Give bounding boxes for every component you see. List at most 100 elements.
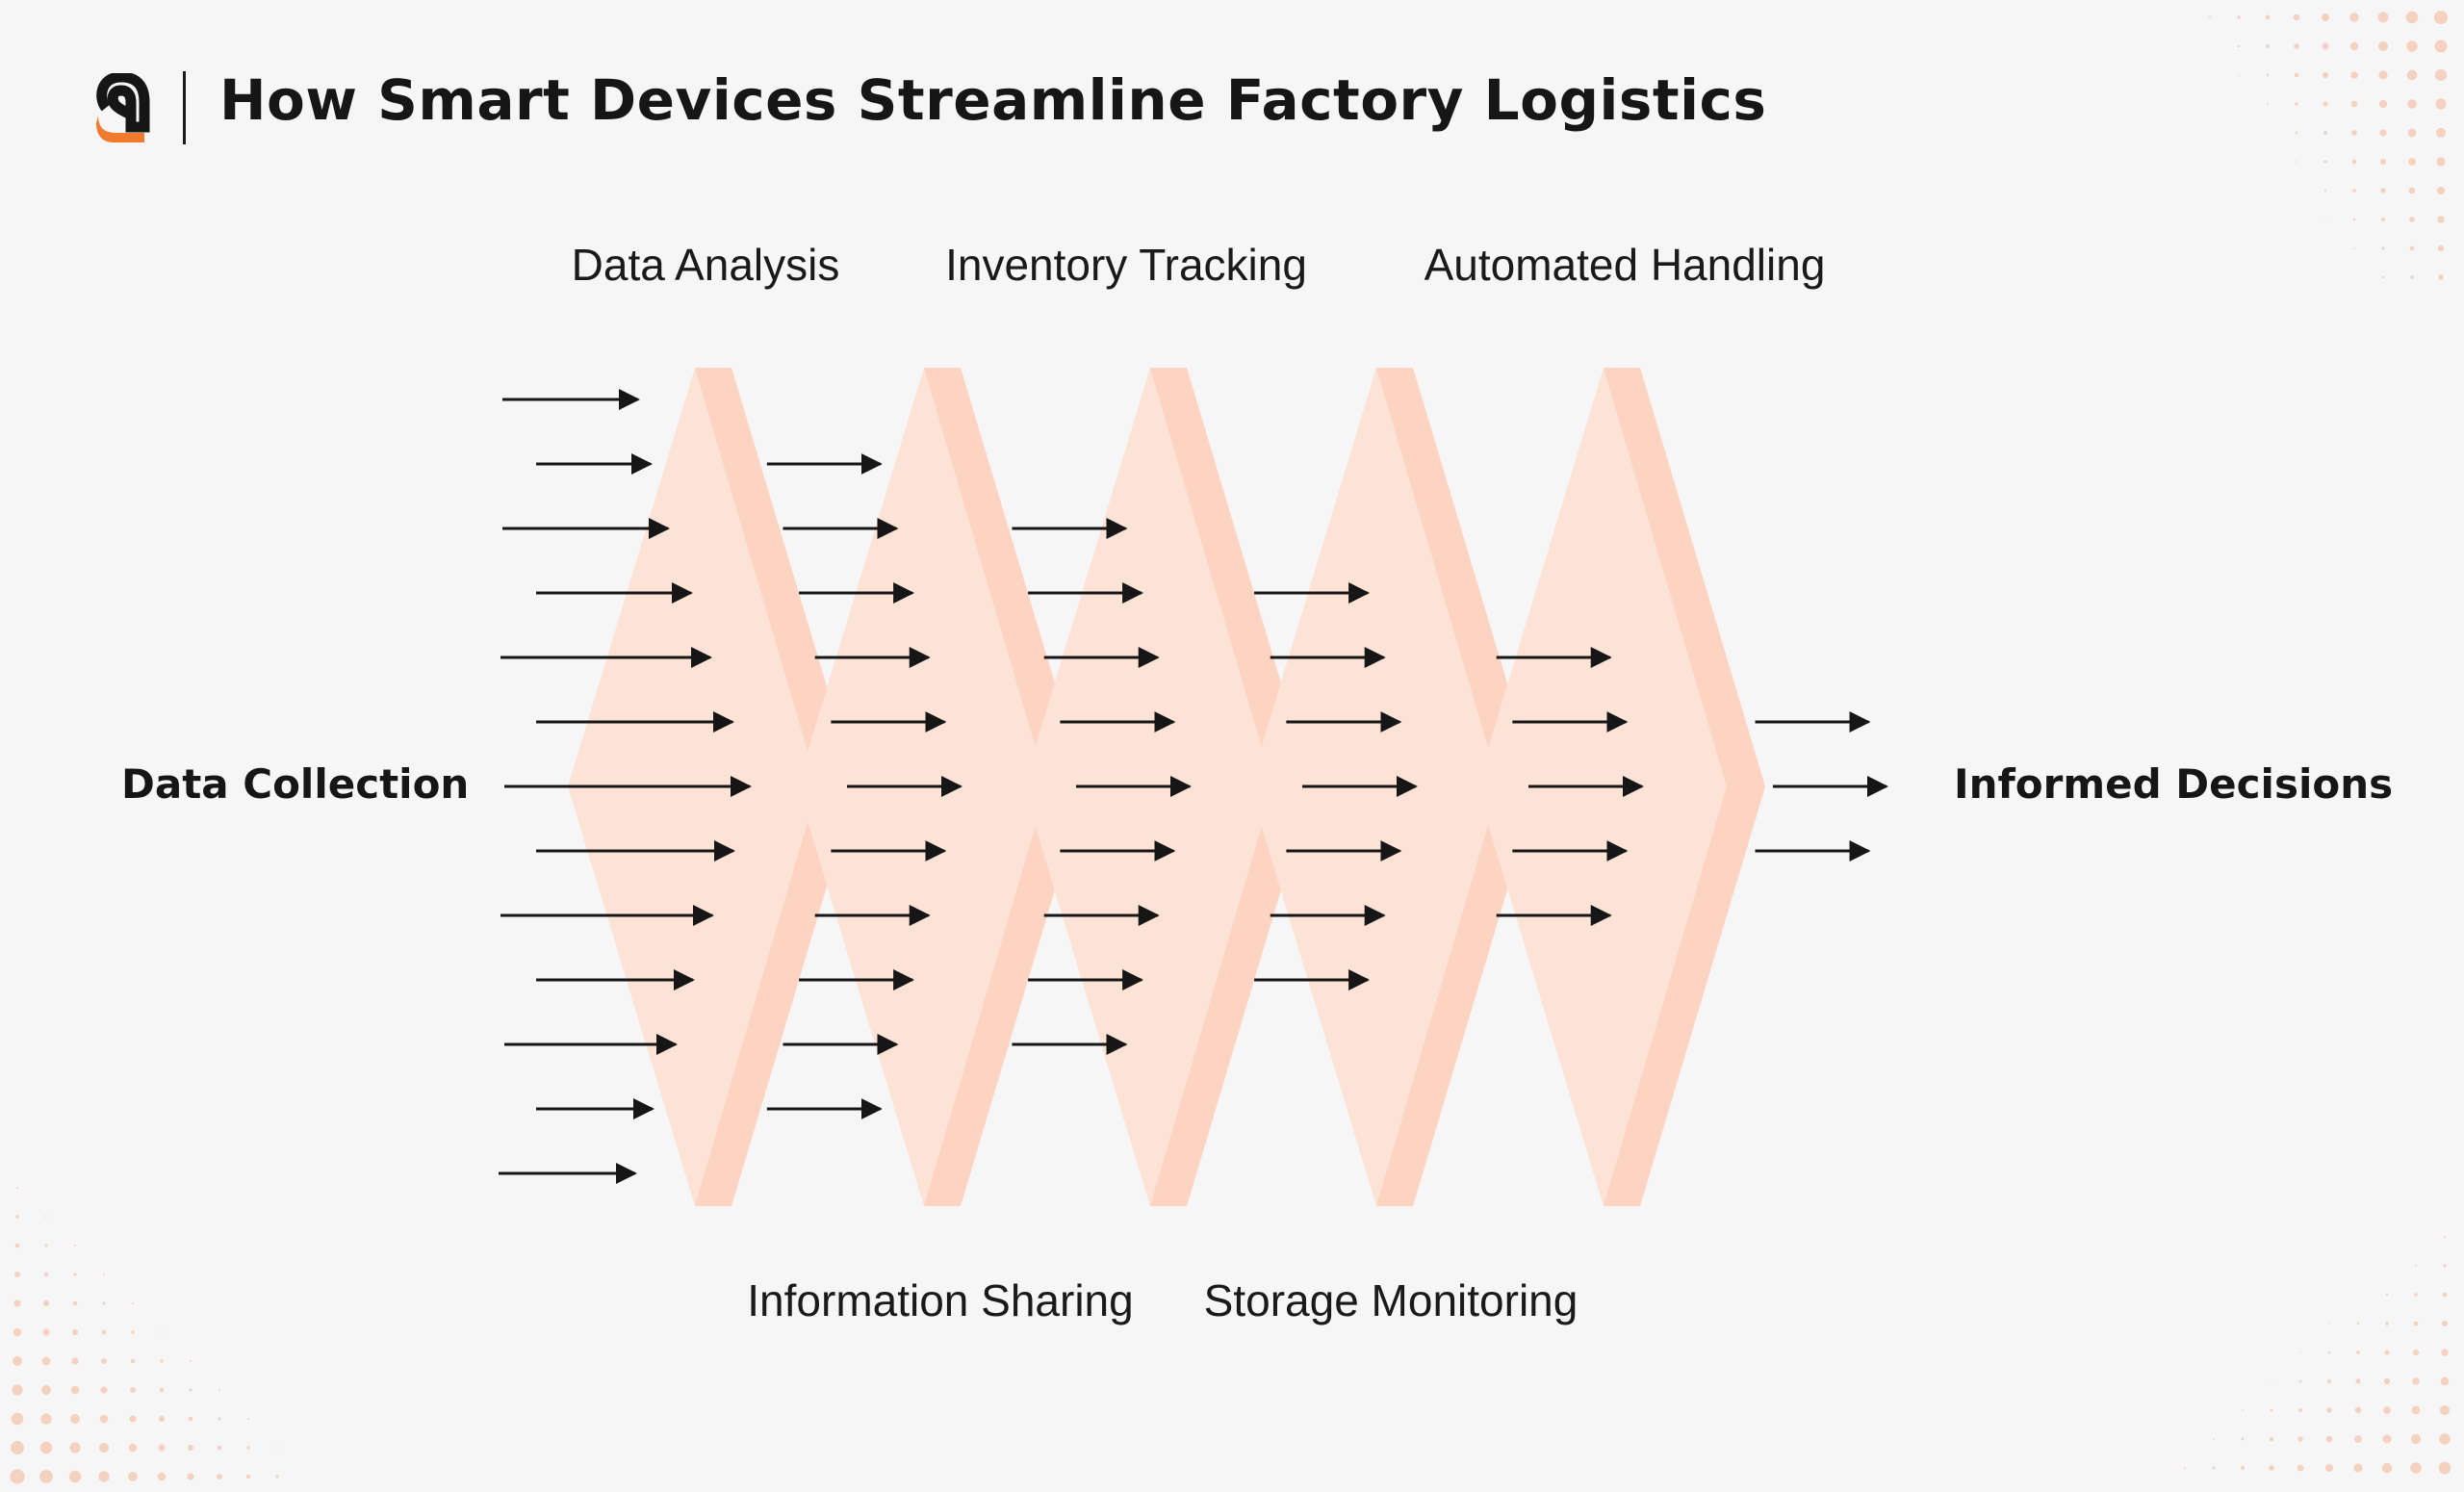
decorative-dot <box>2327 1379 2331 1383</box>
decorative-dot <box>2352 218 2356 221</box>
decorative-dot <box>11 1441 24 1454</box>
decorative-dot <box>40 1413 52 1425</box>
decorative-dot <box>70 1385 80 1395</box>
decorative-dot <box>2265 43 2271 49</box>
decorative-dot <box>2297 1436 2303 1442</box>
stage-label-information-sharing: Information Sharing <box>747 1275 1134 1325</box>
decorative-dot <box>158 1444 166 1452</box>
decorative-dot <box>130 1358 136 1364</box>
decorative-dot <box>2382 1434 2392 1444</box>
decorative-dot <box>12 1384 23 1396</box>
decorative-dot <box>128 1443 138 1453</box>
decorative-dot <box>2351 159 2357 165</box>
decorative-dot <box>101 1358 107 1364</box>
decorative-dot <box>2439 1433 2451 1445</box>
decorative-dot <box>2411 1405 2421 1415</box>
decorative-dot <box>218 1417 221 1421</box>
decorative-dot <box>2412 1377 2420 1385</box>
decorative-dot <box>218 1389 220 1391</box>
decorative-dot <box>2354 1435 2362 1443</box>
decorative-dot <box>2410 1462 2422 1474</box>
decorative-dot <box>2444 1236 2446 1238</box>
decorative-dot <box>15 1215 19 1219</box>
decorative-dot <box>2408 158 2416 166</box>
decorative-dot <box>99 1414 109 1424</box>
decorative-dot <box>275 1475 279 1479</box>
decorative-dot <box>2295 131 2298 135</box>
decorative-dot <box>2437 244 2445 252</box>
decorative-dot <box>2435 98 2447 110</box>
decorative-dot <box>2238 74 2240 76</box>
decorative-dot <box>71 1357 79 1365</box>
decorative-dot <box>70 1414 80 1424</box>
decorative-dot <box>41 1385 51 1395</box>
decorative-dot <box>246 1446 250 1450</box>
decorative-dot <box>13 1356 22 1366</box>
page-title: How Smart Devices Streamline Factory Log… <box>219 67 1767 133</box>
decorative-dot <box>42 1328 50 1336</box>
decorative-dot <box>2414 1264 2418 1268</box>
decorative-dot <box>2321 13 2330 22</box>
decorative-dot <box>2269 1465 2274 1471</box>
decorative-dot <box>2407 128 2417 138</box>
decorative-dot <box>102 1301 106 1305</box>
decorative-dot <box>2351 130 2357 136</box>
decorative-dot <box>2266 73 2270 77</box>
input-label: Data Collection <box>121 760 470 808</box>
decorative-dot <box>2434 39 2448 53</box>
decorative-dot <box>2437 216 2445 223</box>
decorative-dot <box>2322 71 2329 79</box>
decorative-dot <box>2212 1466 2216 1470</box>
stage-label-inventory-tracking: Inventory Tracking <box>945 240 1307 290</box>
decorative-dot <box>73 1273 77 1276</box>
decorative-dot <box>11 1412 24 1426</box>
decorative-dot <box>187 1473 194 1480</box>
decorative-dot <box>2378 99 2388 109</box>
decorative-dot <box>245 1474 251 1479</box>
decorative-dot <box>74 1245 76 1247</box>
decorative-dot <box>2325 1464 2333 1472</box>
decorative-dot <box>2383 1377 2391 1385</box>
decorative-dot <box>2385 1293 2389 1297</box>
decorative-dot <box>2356 1351 2360 1354</box>
decorative-dot <box>98 1471 110 1482</box>
decorative-dot <box>2436 157 2446 167</box>
decorative-dot <box>2440 1376 2450 1386</box>
decorative-dot <box>2381 246 2385 250</box>
decorative-dot <box>2409 245 2415 251</box>
decorative-dot <box>43 1300 49 1306</box>
decorative-dot <box>190 1360 192 1362</box>
decorative-dot <box>2328 1323 2330 1325</box>
decorative-dot <box>45 1216 47 1218</box>
decorative-dot <box>2355 1378 2361 1384</box>
decorative-dot <box>2356 1322 2360 1325</box>
decorative-dot <box>129 1415 137 1423</box>
decorative-dot <box>189 1388 192 1392</box>
decorative-dot <box>2443 1264 2447 1268</box>
decorative-dot <box>2323 160 2327 164</box>
decorative-dot <box>2384 1350 2390 1355</box>
decorative-dot <box>2266 102 2270 106</box>
decorative-dot <box>276 1447 278 1449</box>
decorative-dot <box>2442 1292 2448 1298</box>
decorative-dot <box>2438 1461 2451 1475</box>
decorative-dot <box>14 1243 20 1248</box>
decorative-dot <box>2414 1293 2418 1297</box>
decorative-dot <box>2433 10 2449 25</box>
decorative-dot <box>2352 189 2356 193</box>
decorative-dot <box>2184 1467 2186 1469</box>
decorative-dot <box>2326 1407 2332 1413</box>
decorative-dot <box>99 1443 109 1453</box>
decorative-dot <box>2241 1437 2245 1441</box>
decorative-dot <box>2323 101 2328 107</box>
decorative-dot <box>217 1445 222 1451</box>
decorative-dot <box>2379 129 2387 137</box>
stage-label-data-analysis: Data Analysis <box>571 240 840 290</box>
decorative-dot <box>2242 1409 2244 1411</box>
decorative-dot <box>14 1272 20 1277</box>
decorative-dot <box>2353 247 2355 249</box>
decorative-dot <box>2410 1433 2422 1445</box>
decorative-dot <box>2383 1406 2391 1414</box>
decorative-dot <box>132 1302 134 1304</box>
decorative-dot <box>2269 1436 2274 1442</box>
